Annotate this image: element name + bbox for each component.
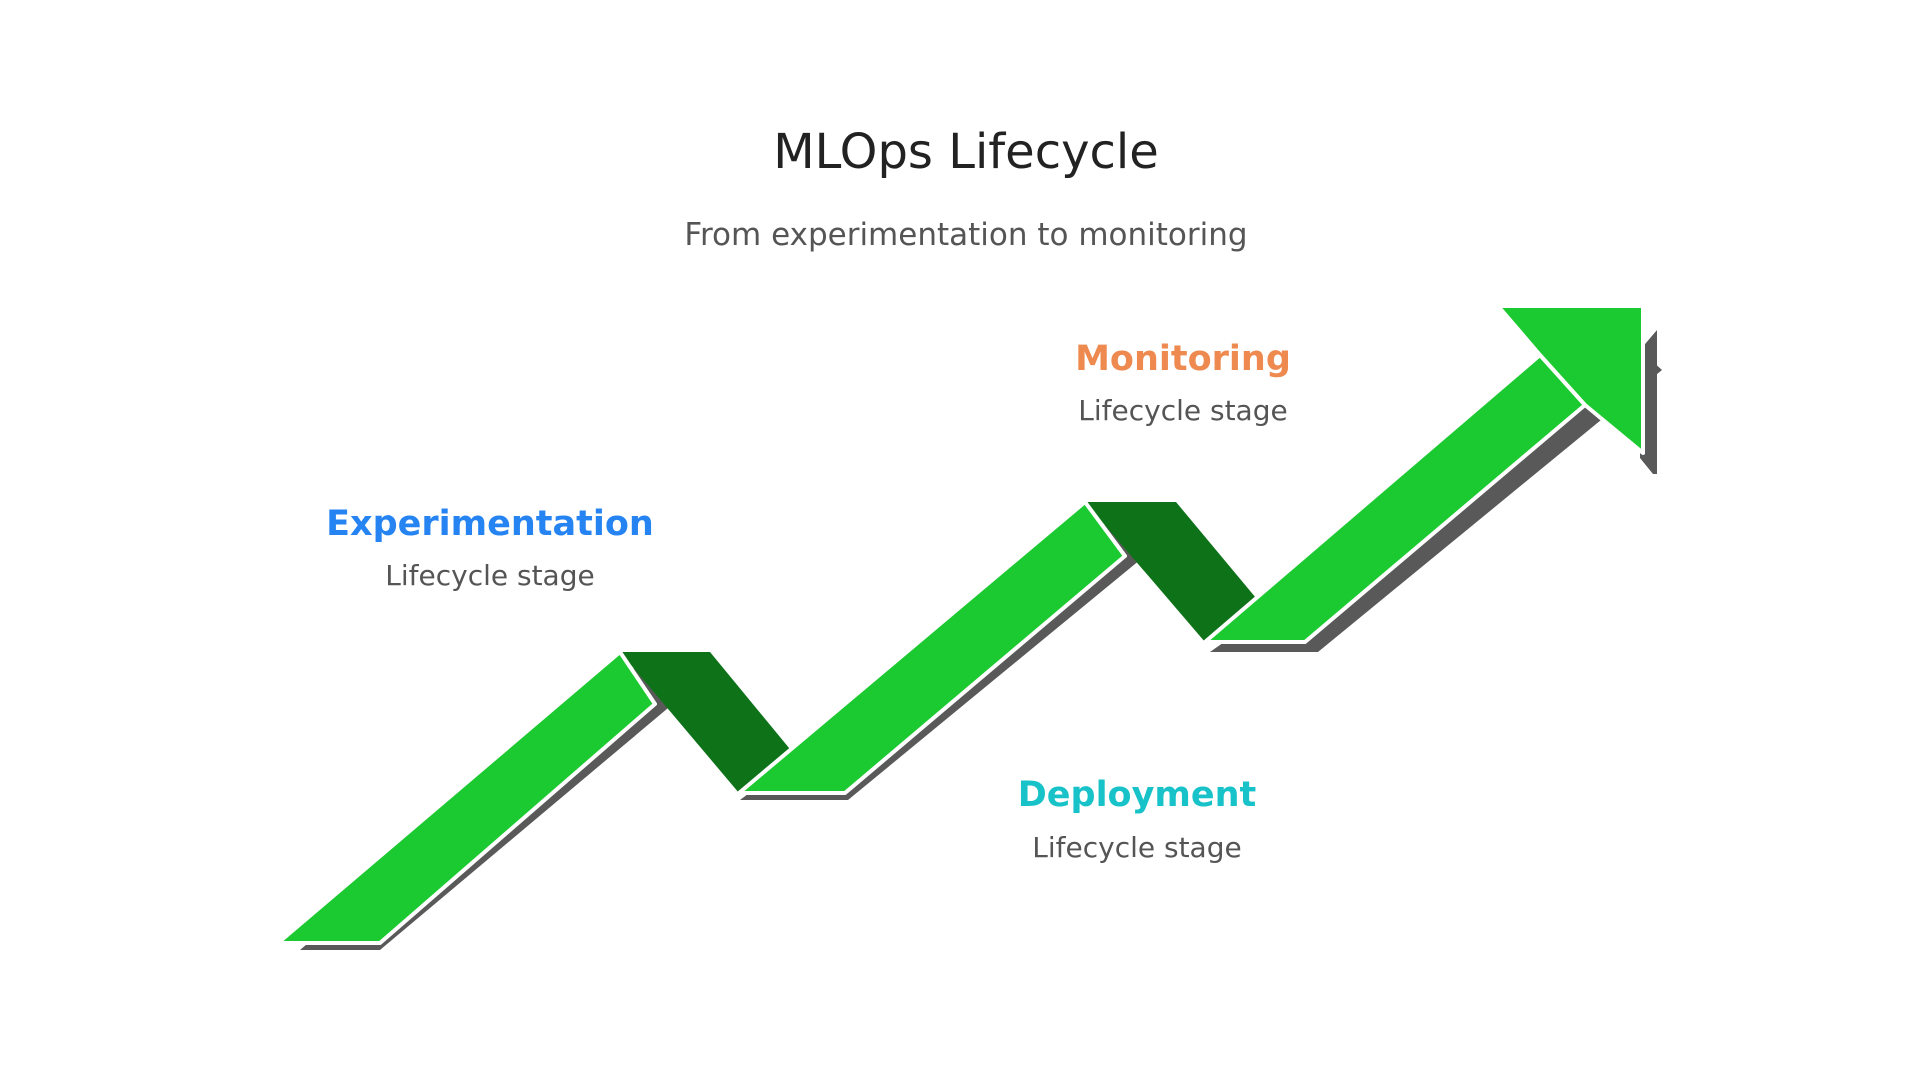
stage-title-experimentation: Experimentation: [326, 504, 654, 544]
fold-2: [1085, 502, 1261, 642]
stage-desc-experimentation: Lifecycle stage: [385, 559, 594, 592]
stage-deployment: Deployment Lifecycle stage: [1018, 775, 1257, 864]
main-segment-2: [737, 500, 1127, 795]
arrow-main: [276, 304, 1645, 945]
stage-desc-monitoring: Lifecycle stage: [1078, 394, 1287, 427]
stage-title-monitoring: Monitoring: [1075, 339, 1291, 379]
stage-desc-deployment: Lifecycle stage: [1032, 831, 1241, 864]
page-subtitle: From experimentation to monitoring: [684, 217, 1247, 253]
main-segment-1: [276, 650, 657, 945]
stage-experimentation: Experimentation Lifecycle stage: [326, 504, 654, 592]
arrow-folds: [620, 502, 1261, 793]
stage-title-deployment: Deployment: [1018, 775, 1257, 815]
page-title: MLOps Lifecycle: [773, 124, 1159, 180]
stage-monitoring: Monitoring Lifecycle stage: [1075, 339, 1291, 427]
arrow-head: [1496, 304, 1645, 455]
fold-1: [620, 652, 794, 793]
